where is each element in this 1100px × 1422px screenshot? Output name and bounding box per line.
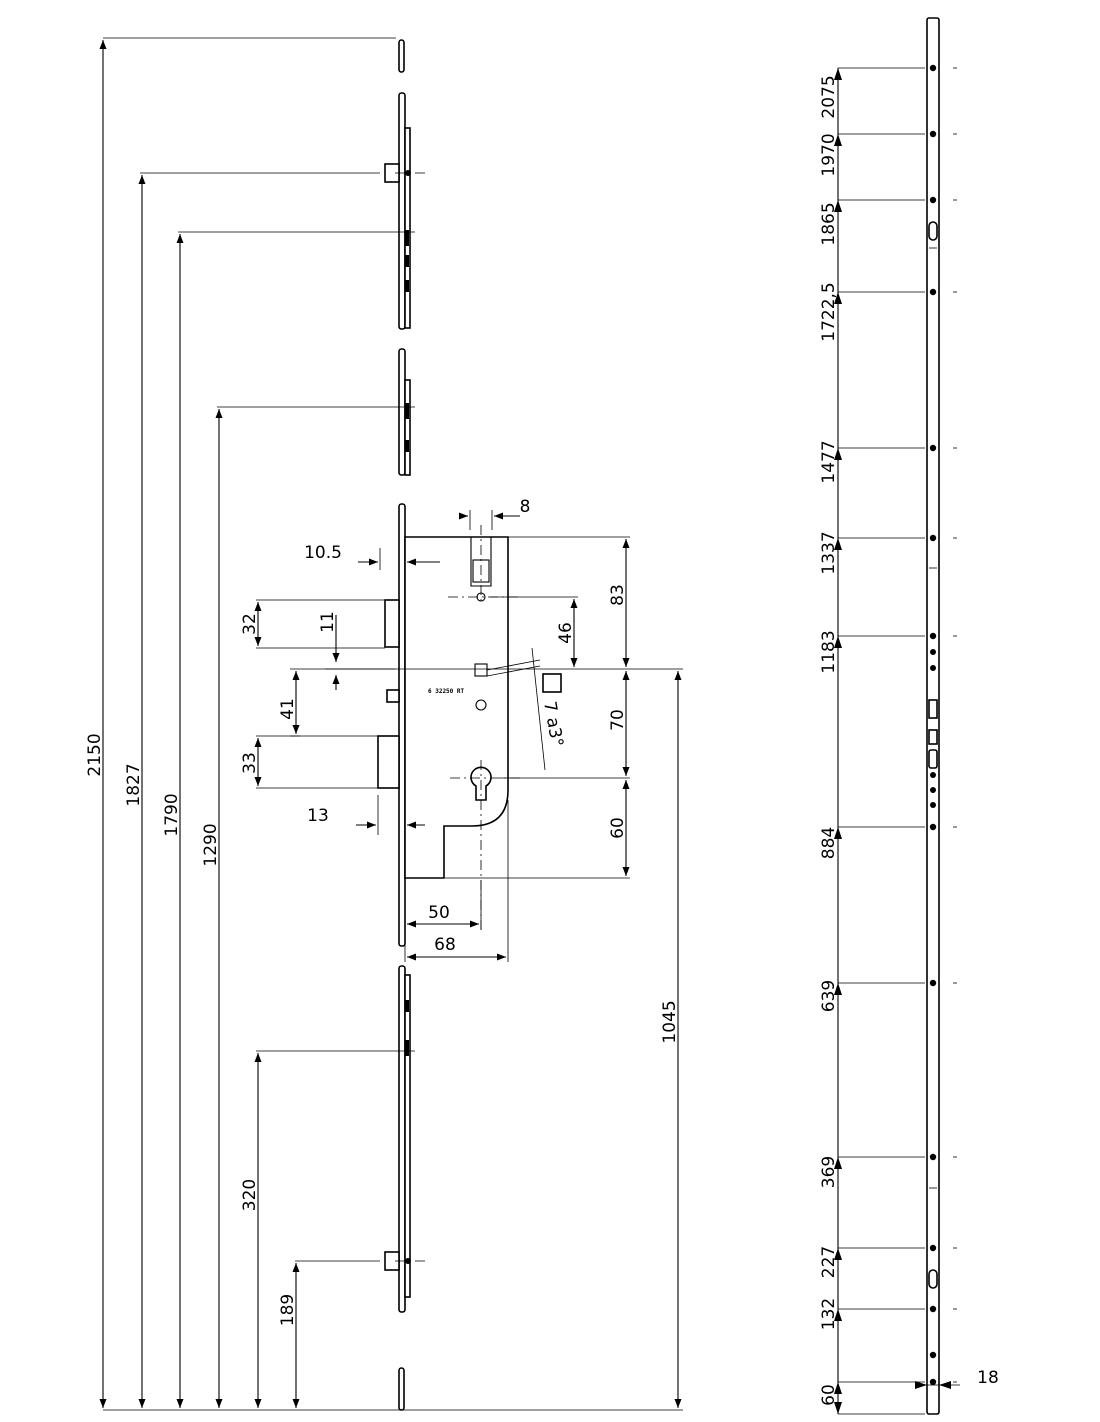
dim-follower-width: 8 <box>520 497 531 517</box>
pos-label: 2075 <box>819 75 839 118</box>
faceplate-bottom-stub <box>398 1367 405 1411</box>
faceplate-middle-segment <box>398 348 406 476</box>
side-tick-marks <box>953 67 957 1383</box>
dim-lower-bolt: 320 <box>240 1179 260 1211</box>
faceplate-middle-bar <box>404 379 411 476</box>
side-slot-cylinder <box>928 729 938 745</box>
faceplate-upper-bar <box>404 127 411 329</box>
faceplate-segments <box>398 39 411 1411</box>
faceplate-lower-segment <box>398 965 406 1313</box>
faceplate-upper-segment <box>398 92 406 330</box>
faceplate-lock-segment <box>398 503 406 947</box>
pos-label: 884 <box>819 827 839 859</box>
faceplate-lower-bar <box>404 974 411 1298</box>
mounting-hole <box>475 699 487 711</box>
pos-label: 1970 <box>819 133 839 176</box>
dim-deadbolt-projection: 13 <box>307 806 329 826</box>
side-slot-top <box>928 221 938 241</box>
dim-follower-to-spindle: 83 <box>608 584 628 606</box>
side-dim-arrows <box>834 68 842 1414</box>
dim-top-bolt: 1790 <box>162 793 182 836</box>
lock-case <box>404 536 509 879</box>
dim-bar-width: 18 <box>977 1368 999 1388</box>
side-slot-bottom <box>928 1269 938 1289</box>
dim-spindle-to-cylinder: 70 <box>608 709 628 731</box>
front-view: 6 32250 RT <box>85 37 683 1411</box>
dim-46: 46 <box>556 622 576 644</box>
pos-label: 1477 <box>819 440 839 483</box>
pos-label: 1722,5 <box>819 282 839 341</box>
latch <box>384 599 400 648</box>
extension-lines <box>103 37 683 1262</box>
dim-faceplate-offset: 10.5 <box>304 543 342 563</box>
lever-block <box>542 673 562 693</box>
side-view: 18 2075 1970 1865 1722,5 1477 1337 1183 … <box>819 17 999 1415</box>
dim-backset: 50 <box>428 903 450 923</box>
side-slot-deadbolt <box>928 749 938 769</box>
middle-bolt-slot <box>405 403 409 419</box>
pos-label: 639 <box>819 980 839 1012</box>
side-slot-latch <box>928 699 938 719</box>
case-stamp: 6 32250 RT <box>428 688 465 695</box>
dim-angle: 7 a3° <box>539 700 567 749</box>
pos-label: 1337 <box>819 531 839 574</box>
dim-case-depth: 68 <box>434 935 456 955</box>
pos-label: 1865 <box>819 202 839 245</box>
follower-axis <box>476 592 486 602</box>
faceplate-top-stub <box>398 39 405 73</box>
top-bolt-slot <box>405 230 409 246</box>
deadbolt <box>377 735 400 789</box>
lower-bolt-slot <box>405 1040 409 1056</box>
dim-bottom-hook: 189 <box>278 1294 298 1326</box>
dim-middle-bolt: 1290 <box>201 823 221 866</box>
dim-cylinder-to-bottom: 60 <box>608 817 628 839</box>
pos-label: 1183 <box>819 630 839 673</box>
dim-top-hook: 1827 <box>124 763 144 806</box>
dim-total-height: 2150 <box>85 733 105 776</box>
top-hook-pin <box>405 170 411 176</box>
dim-latch-height: 32 <box>240 613 260 635</box>
bottom-hook-pin <box>405 1258 411 1264</box>
dim-handle-axis: 1045 <box>660 1000 680 1043</box>
dim-41: 41 <box>278 698 298 720</box>
pos-label: 60 <box>819 1384 839 1406</box>
dim-gap-11: 11 <box>318 611 338 633</box>
side-leader-lines <box>837 67 925 1415</box>
pos-label: 369 <box>819 1156 839 1188</box>
small-latch <box>386 689 400 703</box>
pos-label: 227 <box>819 1246 839 1278</box>
dimension-lines <box>99 40 682 1408</box>
side-bar-holes <box>929 64 937 1386</box>
dim-deadbolt-height: 33 <box>240 752 260 774</box>
pos-label: 132 <box>819 1298 839 1330</box>
